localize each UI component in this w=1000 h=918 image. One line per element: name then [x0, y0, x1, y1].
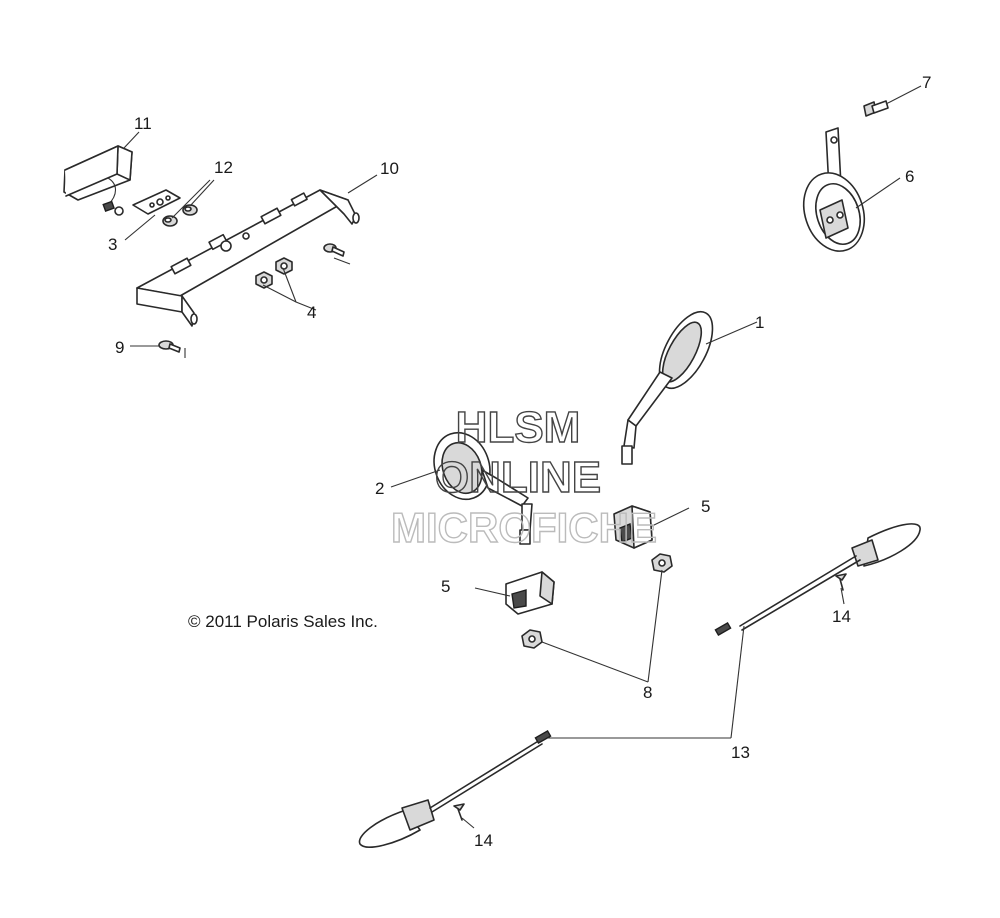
callout-10: 10	[380, 159, 399, 178]
callout-5-lower: 5	[441, 577, 450, 596]
part-12-grommets[interactable]	[162, 204, 198, 227]
callout-13: 13	[731, 743, 750, 762]
callout-14-left: 14	[474, 831, 493, 850]
part-5-mount-upper[interactable]	[613, 505, 653, 549]
part-13-signal-right[interactable]	[714, 523, 921, 637]
part-10-bracket[interactable]	[136, 189, 360, 327]
watermark: HLSM ONLINE MICROFICHE	[390, 402, 657, 551]
callout-5-upper: 5	[701, 497, 710, 516]
watermark-line-3: MICROFICHE	[391, 504, 657, 551]
callout-8: 8	[643, 683, 652, 702]
callout-11: 11	[134, 114, 152, 133]
watermark-line-1: HLSM	[456, 403, 581, 452]
part-14-screw-right[interactable]	[835, 573, 847, 591]
part-2-mirror-left[interactable]	[425, 425, 533, 545]
callout-3: 3	[108, 235, 117, 254]
watermark-line-2: ONLINE	[435, 453, 601, 502]
part-6-horn[interactable]	[794, 127, 874, 259]
copyright-notice: © 2011 Polaris Sales Inc.	[188, 612, 378, 631]
leader-lines	[123, 85, 922, 829]
callout-6: 6	[905, 167, 914, 186]
part-11-tail-light[interactable]	[63, 145, 133, 216]
callout-7: 7	[922, 73, 931, 92]
callout-9: 9	[115, 338, 124, 357]
part-14-screw-left[interactable]	[453, 803, 465, 821]
callout-labels: 1 2 3 4 5 5 6 7 8 9 10 11 12 13 14 14	[108, 73, 931, 850]
part-1-mirror-right[interactable]	[621, 304, 723, 465]
part-3-mounting-plate[interactable]	[132, 189, 181, 215]
callout-1: 1	[755, 313, 764, 332]
callout-4: 4	[307, 303, 316, 322]
callout-14-right: 14	[832, 607, 851, 626]
bracket-screw[interactable]	[323, 243, 345, 257]
part-5-mount-lower[interactable]	[505, 571, 555, 615]
callout-2: 2	[375, 479, 384, 498]
part-13-signal-left[interactable]	[358, 729, 552, 848]
callout-12: 12	[214, 158, 233, 177]
part-7-bolt[interactable]	[863, 100, 889, 117]
part-9-screw[interactable]	[158, 340, 181, 353]
part-4-nuts[interactable]	[255, 257, 293, 289]
